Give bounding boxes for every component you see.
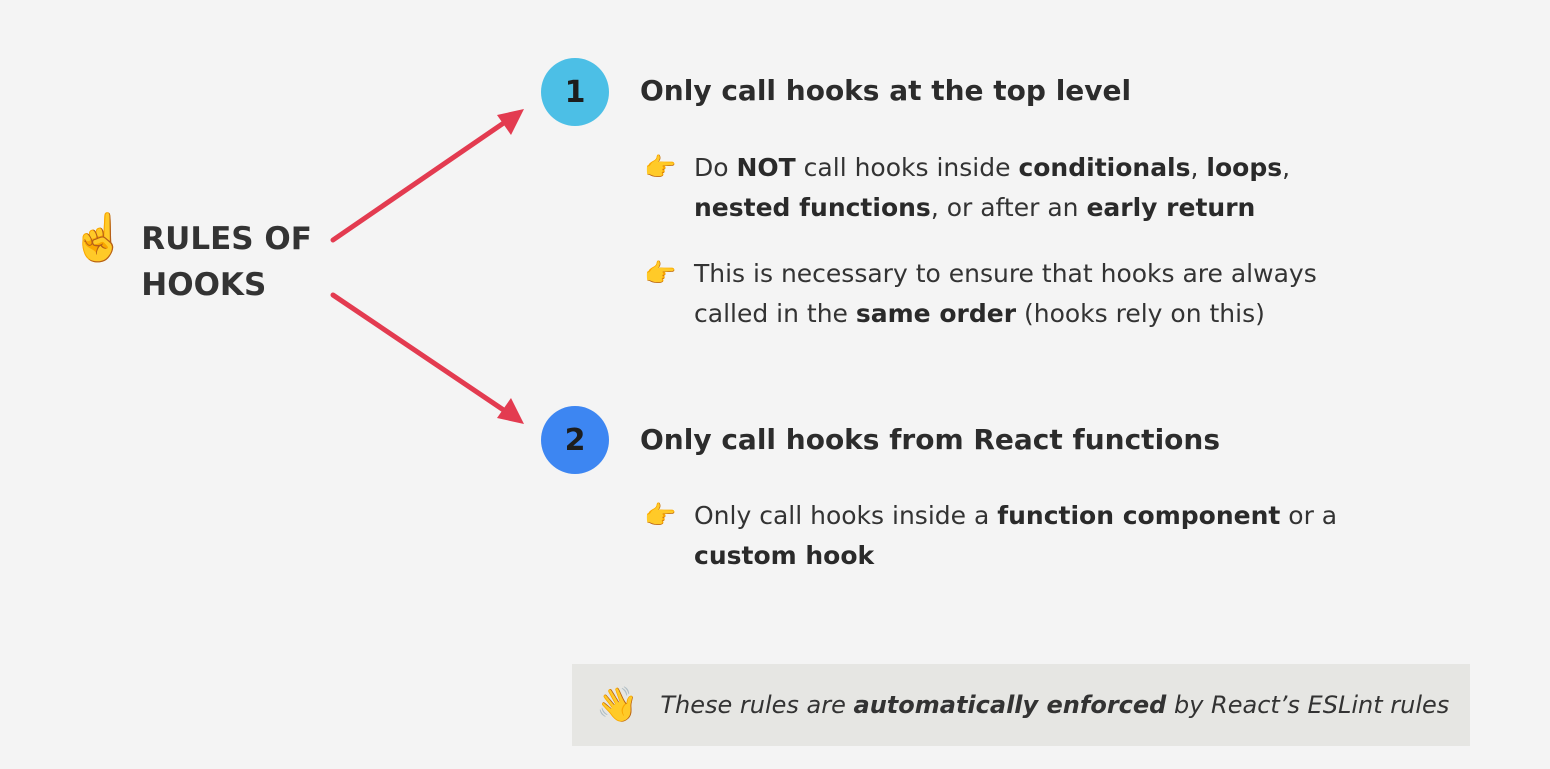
rule-1-bullet-2-text: This is necessary to ensure that hooks a… (694, 259, 1317, 328)
rule-1-bullet-1: 👉 Do NOT call hooks inside conditionals,… (644, 153, 1290, 228)
pointing-right-icon: 👉 (644, 259, 677, 289)
rules-of-hooks-heading: ☝️ RULES OF HOOKS (70, 210, 312, 308)
rule-2-title: Only call hooks from React functions (640, 423, 1221, 456)
side-title: RULES OF HOOKS (141, 216, 312, 308)
rule-1-bullet-1-text: Do NOT call hooks inside conditionals, l… (694, 153, 1291, 222)
arrow-to-rule-2 (330, 292, 524, 424)
rule-2-bullet-1-text: Only call hooks inside a function compon… (694, 501, 1338, 570)
rule-1-title: Only call hooks at the top level (640, 74, 1132, 107)
rule-2-number: 2 (564, 422, 586, 458)
rule-1-bullet-2: 👉 This is necessary to ensure that hooks… (644, 259, 1317, 334)
rule-1-number-badge: 1 (541, 58, 609, 126)
eslint-note: 👋 These rules are automatically enforced… (572, 664, 1470, 746)
side-title-line2: HOOKS (141, 267, 267, 303)
side-title-line1: RULES OF (141, 221, 312, 257)
pointing-right-icon: 👉 (644, 153, 677, 183)
rule-2-number-badge: 2 (541, 406, 609, 474)
pointing-up-icon: ☝️ (70, 210, 128, 264)
waving-hand-icon: 👋 (596, 685, 639, 725)
arrow-to-rule-1 (330, 109, 524, 243)
pointing-right-icon: 👉 (644, 501, 677, 531)
eslint-note-text: These rules are automatically enforced b… (660, 691, 1450, 719)
rule-2-bullet-1: 👉 Only call hooks inside a function comp… (644, 501, 1337, 576)
rule-1-number: 1 (564, 74, 586, 110)
